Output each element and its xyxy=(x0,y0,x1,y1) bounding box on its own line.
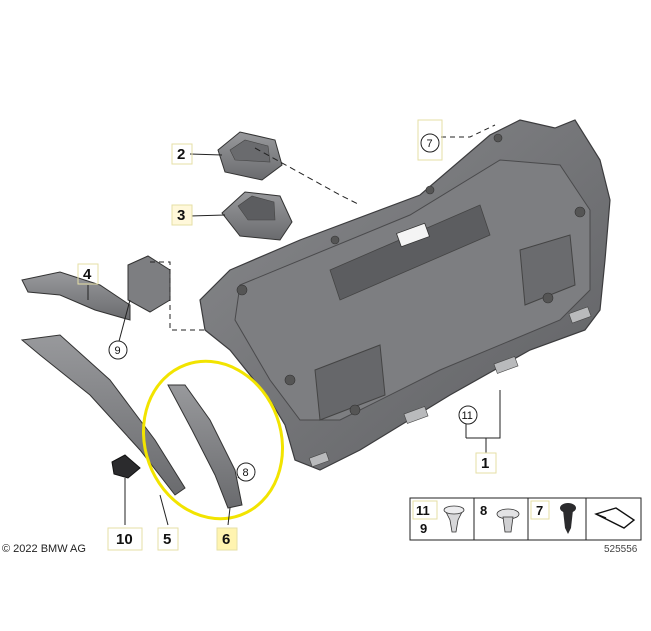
highlight-ellipse xyxy=(141,359,285,521)
part-3-housing xyxy=(221,191,293,241)
callout-7: 7 xyxy=(417,119,443,161)
image-number: 525556 xyxy=(604,544,638,555)
label-1-text: 1 xyxy=(481,455,489,472)
trunk-lid-trim-panel xyxy=(199,119,611,471)
callout-11: 11 xyxy=(458,405,478,425)
legend-11: 11 xyxy=(416,503,430,518)
clip-11-icon xyxy=(443,505,465,533)
clip-7-icon xyxy=(560,503,576,534)
label-10: 10 xyxy=(107,527,143,551)
label-2: 2 xyxy=(171,143,193,165)
legend-8: 8 xyxy=(480,503,487,518)
label-4-text: 4 xyxy=(83,266,92,283)
legend-9: 9 xyxy=(420,521,427,536)
label-6-text: 6 xyxy=(222,531,230,548)
label-6: 6 xyxy=(216,527,238,551)
callout-9: 9 xyxy=(108,340,128,360)
part-10-clip xyxy=(111,454,141,479)
label-10-text: 10 xyxy=(116,531,133,548)
callout-9-text: 9 xyxy=(115,345,121,357)
part-6-side-trim xyxy=(167,384,243,509)
label-3-text: 3 xyxy=(177,207,185,224)
part-4-trim-bracket xyxy=(21,255,171,321)
legend-7: 7 xyxy=(536,503,543,518)
label-5: 5 xyxy=(157,527,179,551)
part-5-side-trim xyxy=(20,334,186,496)
label-4: 4 xyxy=(77,263,99,285)
view-direction-icon xyxy=(594,507,636,529)
copyright-text: © 2022 BMW AG xyxy=(2,543,86,555)
callout-8: 8 xyxy=(236,462,256,482)
label-5-text: 5 xyxy=(163,531,171,548)
callout-7-text: 7 xyxy=(427,138,433,150)
fastener-legend: 11 9 8 7 xyxy=(409,497,642,541)
callout-8-text: 8 xyxy=(243,467,249,479)
label-1: 1 xyxy=(475,452,497,474)
callout-11-text: 11 xyxy=(462,410,473,422)
leader-lines xyxy=(87,124,501,526)
label-3: 3 xyxy=(171,204,193,226)
part-2-cover xyxy=(217,131,283,181)
label-2-text: 2 xyxy=(177,146,185,163)
clip-8-icon xyxy=(496,508,520,533)
